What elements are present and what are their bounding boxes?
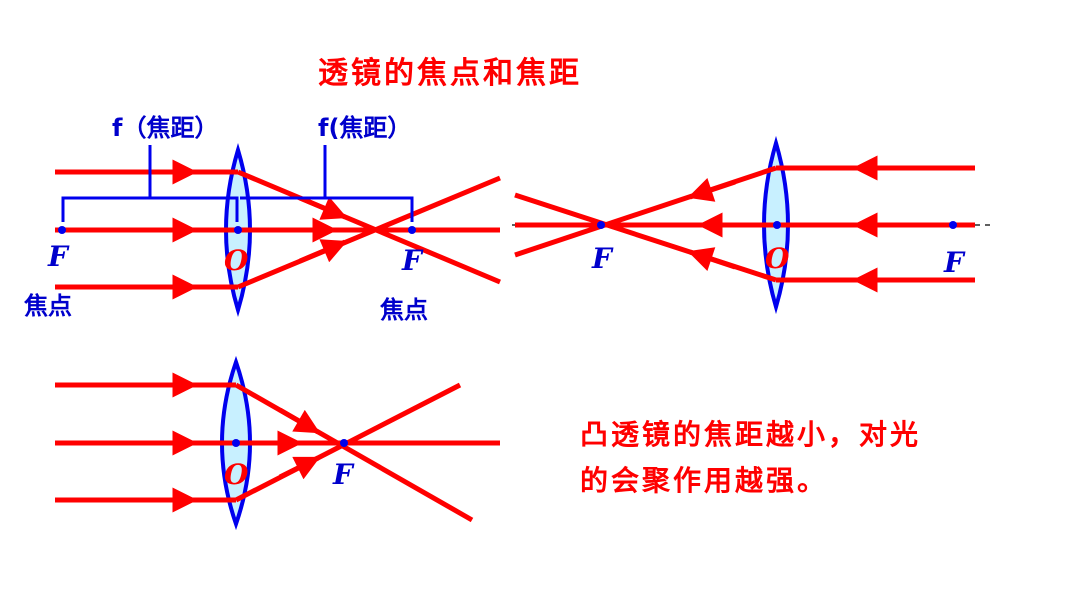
ray-bottom-out <box>234 382 462 503</box>
light-rays <box>55 382 500 523</box>
focus-point-caption: 焦点 <box>380 296 428 324</box>
diagram-convex-lens-3 <box>55 355 500 531</box>
focus-point-caption: 焦点 <box>24 292 72 320</box>
focus-label-f: F <box>333 458 353 491</box>
ray-arrows <box>687 155 900 293</box>
optical-center-label-o: O <box>765 242 790 275</box>
diagram-convex-lens-2 <box>512 135 990 315</box>
optical-center-label-o: O <box>224 458 249 491</box>
focus-point-left <box>597 221 605 229</box>
optical-center <box>234 226 242 234</box>
focus-point-right <box>408 226 416 234</box>
conclusion-line-2: 的会聚作用越强。 <box>580 464 829 497</box>
page-title: 透镜的焦点和焦距 <box>318 56 582 91</box>
focal-length-label: f（焦距） <box>112 114 219 142</box>
focal-length-brace-right <box>240 145 414 222</box>
conclusion-text: 凸透镜的焦距越小，对光 的会聚作用越强。 <box>580 412 1050 504</box>
arrow-icon <box>278 455 321 480</box>
focus-point-left <box>58 226 66 234</box>
arrow-icon <box>299 239 348 264</box>
focus-point <box>340 439 348 447</box>
optical-center <box>232 439 240 447</box>
light-rays <box>55 169 501 290</box>
focus-point-right <box>949 221 957 229</box>
ray-arrows <box>150 372 321 513</box>
focus-label-f: F <box>48 240 68 273</box>
ray-arrows <box>150 159 348 300</box>
optical-center <box>773 221 781 229</box>
conclusion-line-1: 凸透镜的焦距越小，对光 <box>580 418 922 451</box>
arrow-icon <box>299 195 348 220</box>
focal-length-brace-left <box>61 145 239 222</box>
ray-top-out <box>234 382 474 523</box>
focus-label-f: F <box>592 242 612 275</box>
arrow-icon <box>687 178 736 202</box>
ray-bottom-out <box>237 175 501 290</box>
ray-bottom-out <box>514 192 777 283</box>
arrow-icon <box>687 247 736 271</box>
arrow-icon <box>278 407 321 435</box>
optical-center-label-o: O <box>224 244 249 277</box>
diagram-convex-lens-1 <box>55 143 501 317</box>
focal-length-label: f(焦距） <box>318 114 412 142</box>
focus-label-f: F <box>402 244 422 277</box>
ray-top-out <box>514 165 777 258</box>
ray-top-out <box>237 169 501 285</box>
focus-label-f: F <box>944 246 964 279</box>
